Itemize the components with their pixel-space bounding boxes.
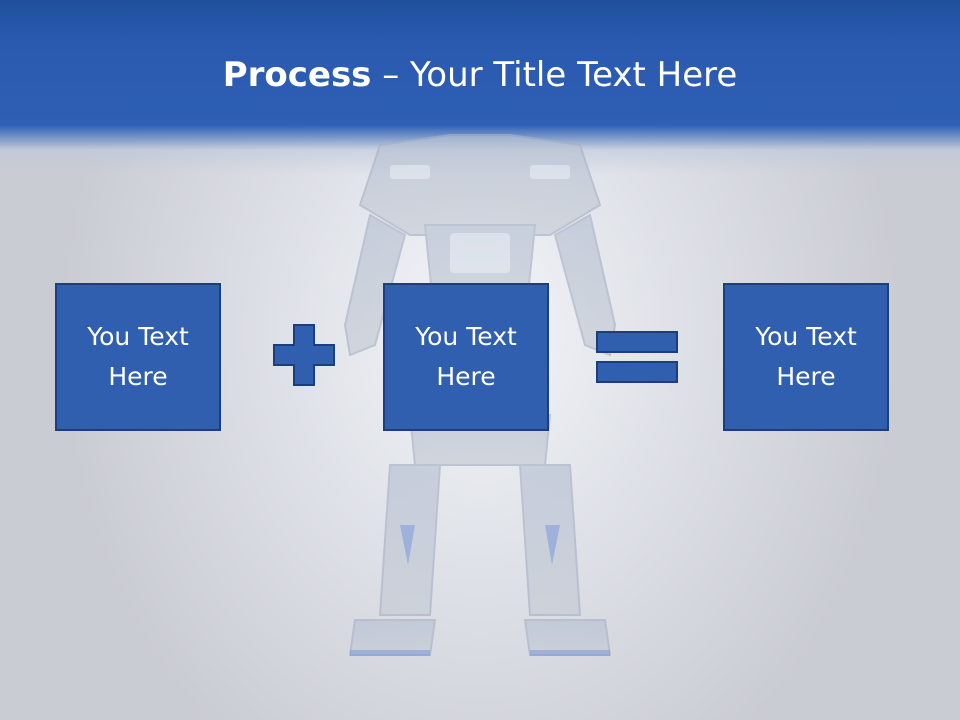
- process-box-2-text: You Text Here: [415, 322, 517, 391]
- process-box-1-text: You Text Here: [87, 322, 189, 391]
- process-box-1[interactable]: You Text Here: [55, 283, 221, 431]
- equals-icon: [596, 331, 678, 383]
- process-box-2[interactable]: You Text Here: [383, 283, 549, 431]
- title-rest: – Your Title Text Here: [371, 55, 738, 95]
- slide-title: Process – Your Title Text Here: [0, 52, 960, 98]
- process-box-3-text: You Text Here: [755, 322, 857, 391]
- robot-background-image: [343, 134, 617, 656]
- title-bold: Process: [222, 55, 372, 95]
- process-box-3[interactable]: You Text Here: [723, 283, 889, 431]
- plus-icon: [273, 324, 335, 386]
